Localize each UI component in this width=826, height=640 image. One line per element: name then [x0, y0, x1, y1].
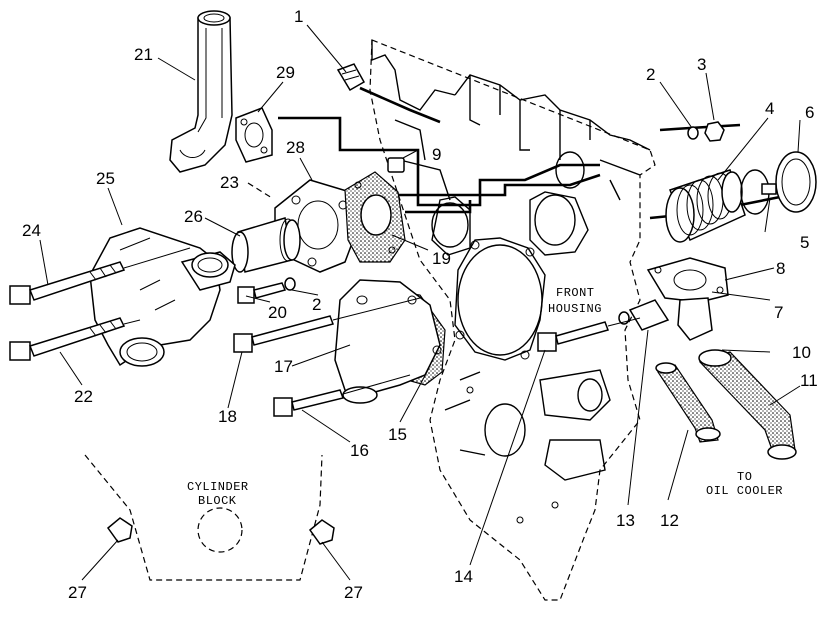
thermostat	[231, 217, 301, 273]
retaining-clip	[740, 169, 777, 215]
bolt-18	[233, 315, 334, 353]
alignment-lines	[123, 247, 641, 395]
callout-2-top: 2	[646, 65, 655, 84]
callout-12: 12	[660, 511, 679, 530]
bellows-regulator	[665, 169, 746, 243]
callout-16: 16	[350, 441, 369, 460]
callout-17: 17	[274, 357, 293, 376]
callout-14: 14	[454, 567, 473, 586]
callout-28: 28	[286, 138, 305, 157]
small-plug	[387, 157, 405, 173]
label-oil-cooler-2: OIL COOLER	[706, 484, 783, 498]
callout-27-right: 27	[344, 583, 363, 602]
label-cylinder-block-1: CYLINDER	[187, 480, 249, 494]
bolt-16	[273, 389, 344, 417]
callout-8: 8	[776, 259, 785, 278]
label-front-housing-2: HOUSING	[548, 302, 602, 316]
spacer-sleeve	[628, 299, 670, 331]
leader-lines	[39, 24, 801, 581]
o-ring	[775, 151, 817, 213]
bolt-24	[9, 261, 126, 305]
callout-22: 22	[74, 387, 93, 406]
callout-24: 24	[22, 221, 41, 240]
water-tube-elbow	[169, 10, 233, 173]
callout-11: 11	[800, 371, 818, 390]
label-cylinder-block-2: BLOCK	[198, 494, 237, 508]
thermostat-gasket	[344, 171, 406, 263]
callout-9: 9	[432, 145, 441, 164]
callout-4: 4	[765, 99, 774, 118]
callout-3: 3	[697, 55, 706, 74]
callout-7: 7	[774, 303, 783, 322]
pipe-plug	[336, 63, 366, 92]
label-oil-cooler-1: TO	[737, 470, 752, 484]
callout-13: 13	[616, 511, 635, 530]
callout-6: 6	[805, 103, 814, 122]
callout-1: 1	[294, 7, 303, 26]
label-front-housing-1: FRONT	[556, 286, 595, 300]
washer-and-nut	[687, 121, 725, 142]
callout-23: 23	[220, 173, 239, 192]
callout-27-left: 27	[68, 583, 87, 602]
callout-numbers: 1 2 3 4 5 6 7 8 9 10 11 12 13 14 15 16 1…	[22, 7, 818, 602]
callout-15: 15	[388, 425, 407, 444]
callout-5: 5	[800, 233, 809, 252]
hose-left	[655, 362, 721, 443]
text-labels: FRONT HOUSING CYLINDER BLOCK TO OIL COOL…	[187, 286, 783, 508]
bolt-22	[9, 317, 126, 361]
callout-20: 20	[268, 303, 287, 322]
gasket-small	[235, 107, 273, 163]
callout-29: 29	[276, 63, 295, 82]
bolt-20	[237, 277, 296, 304]
hose-right	[698, 349, 797, 460]
outlet-elbow-housing	[89, 227, 236, 367]
front-housing	[369, 39, 656, 601]
callout-2-mid: 2	[312, 295, 321, 314]
callout-26: 26	[184, 207, 203, 226]
flange-adapter	[646, 257, 729, 341]
callout-19: 19	[432, 249, 451, 268]
callout-10: 10	[792, 343, 811, 362]
bolt-14	[537, 311, 630, 352]
callout-25: 25	[96, 169, 115, 188]
callout-18: 18	[218, 407, 237, 426]
water-pump-housing	[334, 279, 446, 404]
cylinder-block-outline	[84, 454, 335, 581]
callout-21: 21	[134, 45, 153, 64]
